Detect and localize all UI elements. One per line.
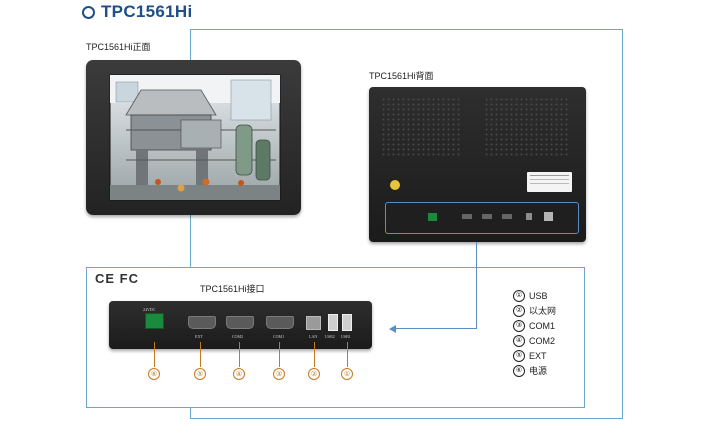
legend-item: ② 以太网 xyxy=(513,303,556,318)
front-caption: TPC1561Hi正面 xyxy=(86,42,151,52)
legend-number: ⑥ xyxy=(513,364,525,377)
leader-line-usb xyxy=(347,342,348,367)
legend-number: ⑤ xyxy=(513,349,525,362)
leader-line-ext xyxy=(200,342,201,367)
lan-port xyxy=(306,316,321,330)
back-port-com2 xyxy=(482,214,492,219)
legend-item: ⑥ 电源 xyxy=(513,363,556,378)
warning-sticker-icon xyxy=(390,180,400,190)
marker-ext: ⑤ xyxy=(194,368,206,380)
legend-number: ④ xyxy=(513,334,525,347)
ext-port-label: EXT xyxy=(195,334,203,339)
back-caption: TPC1561Hi背面 xyxy=(369,71,434,81)
marker-lan: ② xyxy=(308,368,320,380)
legend-item: ① USB xyxy=(513,288,556,303)
port-legend: ① USB ② 以太网 ③ COM1 ④ COM2 ⑤ EXT ⑥ 电源 xyxy=(513,288,556,378)
vent-grid-left xyxy=(381,97,461,157)
usb1-port-label: USB1 xyxy=(341,334,351,339)
ext-port xyxy=(188,316,216,329)
page-title-text: TPC1561Hi xyxy=(101,2,193,21)
legend-text: USB xyxy=(529,290,548,301)
leader-line-com2 xyxy=(239,342,240,367)
legend-text: COM2 xyxy=(529,335,556,346)
legend-text: 以太网 xyxy=(529,306,557,316)
com1-port xyxy=(266,316,294,329)
back-port-ext xyxy=(462,214,472,219)
connector-line-vertical xyxy=(476,242,477,328)
legend-number: ③ xyxy=(513,319,525,332)
back-connector-frame xyxy=(190,29,623,419)
circle-bullet-icon xyxy=(82,5,95,19)
back-device-image xyxy=(369,87,586,242)
leader-line-power xyxy=(154,342,155,367)
com1-port-label: COM1 xyxy=(273,334,285,339)
leader-line-com1 xyxy=(279,342,280,367)
marker-power: ⑥ xyxy=(148,368,160,380)
power-connector xyxy=(145,313,164,329)
page-title: TPC1561Hi xyxy=(82,2,193,22)
ce-fcc-logos: CE FC xyxy=(95,271,139,286)
interface-panel-image: 24VDC EXT COM2 COM1 LAN USB2 USB1 xyxy=(109,301,372,349)
usb2-port xyxy=(328,314,338,331)
marker-com2: ④ xyxy=(233,368,245,380)
connector-line-horizontal xyxy=(396,328,477,329)
back-port-com1 xyxy=(502,214,512,219)
spec-sticker xyxy=(527,172,572,192)
com2-port xyxy=(226,316,254,329)
lan-port-label: LAN xyxy=(309,334,318,339)
vent-grid-right xyxy=(484,97,569,157)
arrow-left-icon xyxy=(389,325,396,333)
back-port-lan xyxy=(526,213,532,220)
leader-line-lan xyxy=(314,342,315,367)
usb1-port xyxy=(342,314,352,331)
power-connector-label: 24VDC xyxy=(143,307,156,312)
marker-com1: ③ xyxy=(273,368,285,380)
com2-port-label: COM2 xyxy=(232,334,244,339)
legend-item: ③ COM1 xyxy=(513,318,556,333)
legend-number: ② xyxy=(513,304,525,317)
legend-number: ① xyxy=(513,289,525,302)
marker-usb: ① xyxy=(341,368,353,380)
legend-item: ⑤ EXT xyxy=(513,348,556,363)
back-port-usb xyxy=(544,212,553,221)
legend-item: ④ COM2 xyxy=(513,333,556,348)
legend-text: EXT xyxy=(529,350,547,361)
back-power-connector xyxy=(428,213,437,221)
legend-text: 电源 xyxy=(529,366,548,376)
legend-text: COM1 xyxy=(529,320,556,331)
back-interface-highlight xyxy=(385,202,579,234)
interface-caption: TPC1561Hi接口 xyxy=(200,284,265,294)
front-device-image xyxy=(86,60,301,215)
hmi-screen-illustration xyxy=(109,74,281,201)
usb2-port-label: USB2 xyxy=(325,334,335,339)
